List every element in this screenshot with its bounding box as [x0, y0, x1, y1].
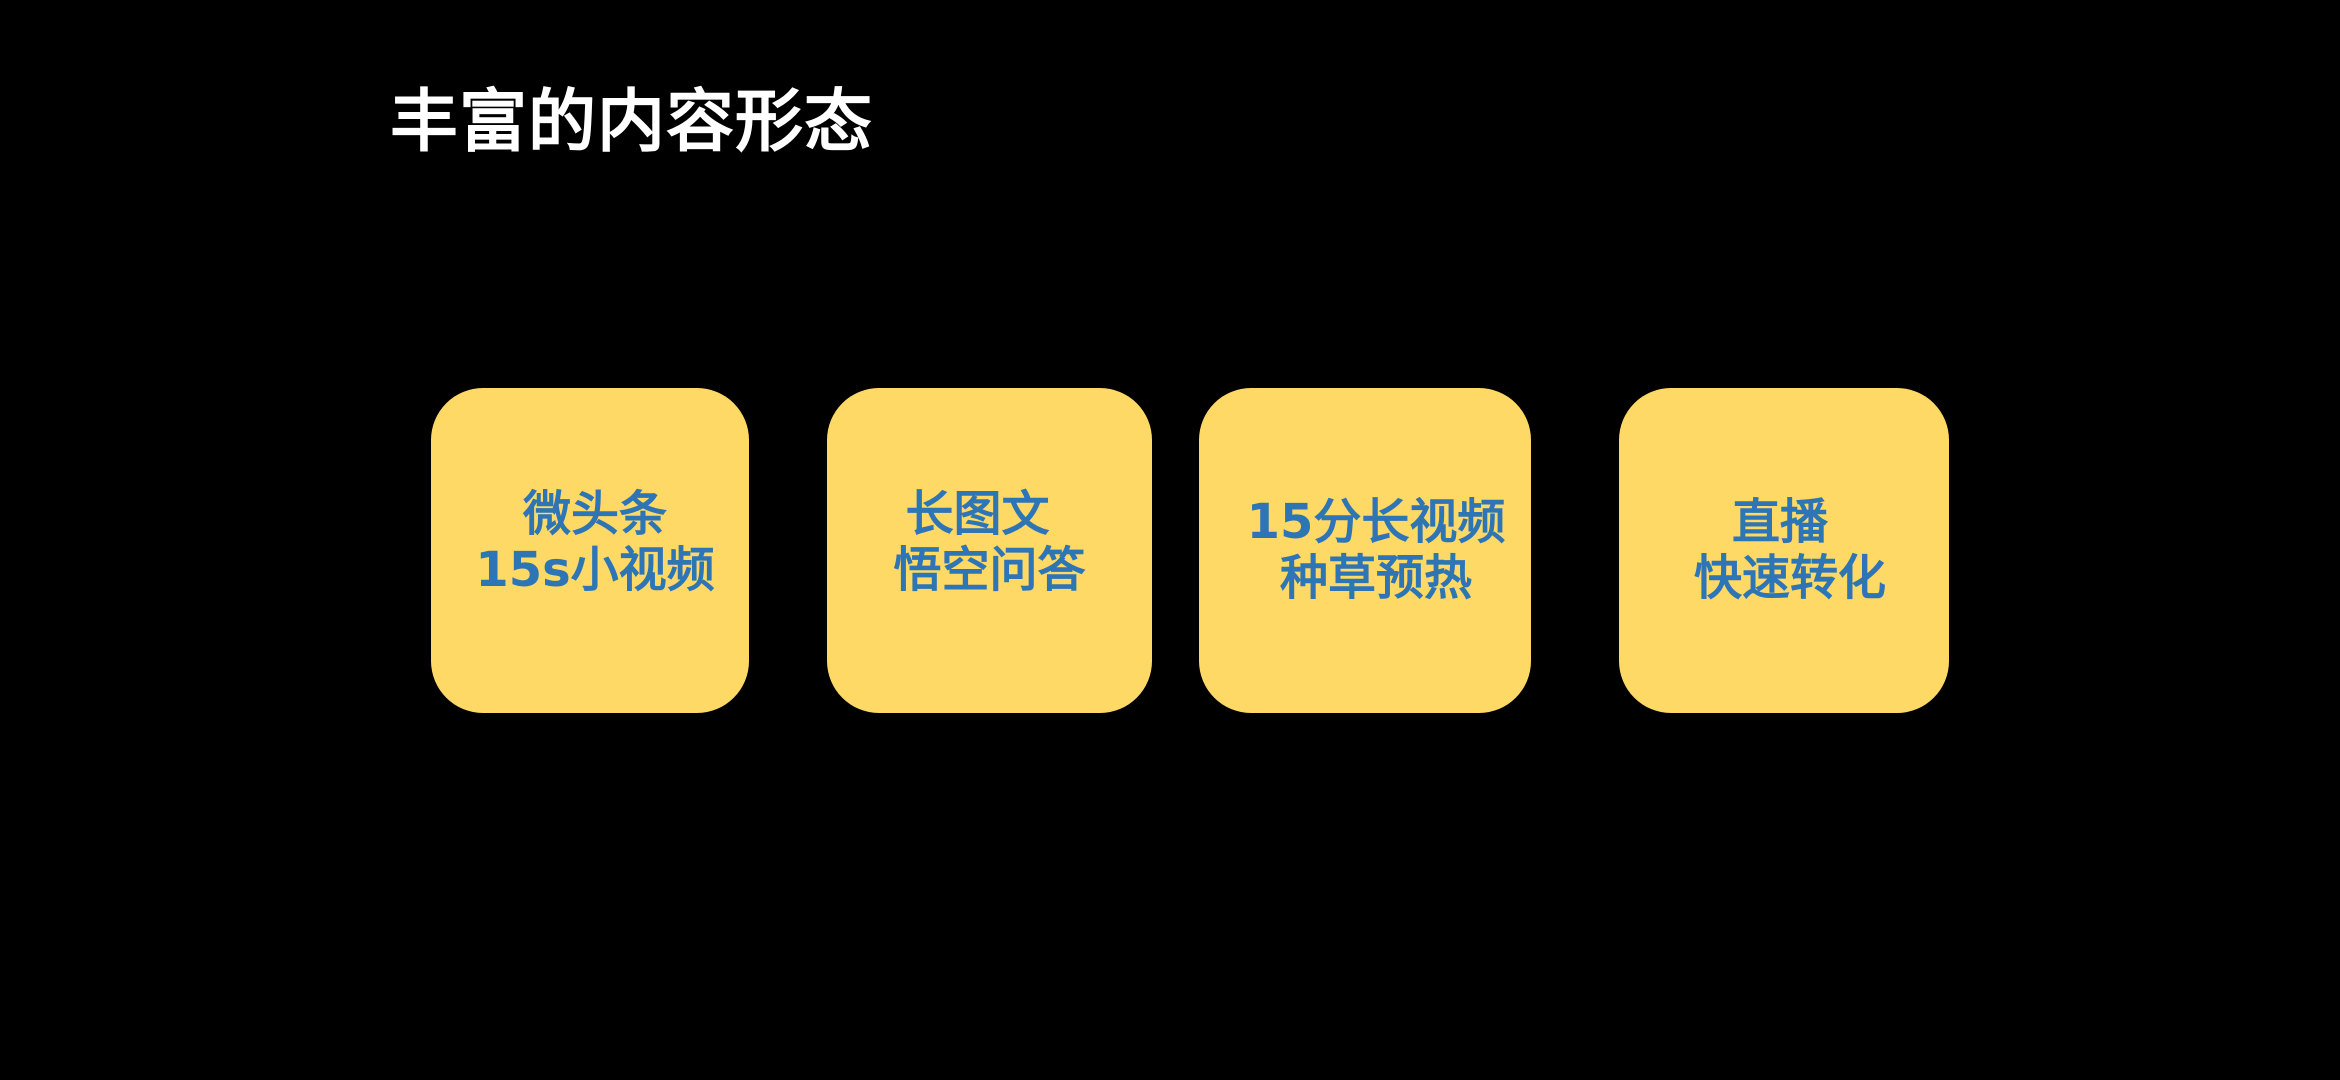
card-line-primary: 15分长视频: [1246, 494, 1506, 550]
card-text: 直播 快速转化: [1619, 494, 1949, 606]
card-line-secondary: 15s小视频: [475, 542, 715, 598]
card-line-secondary: 悟空问答: [893, 542, 1086, 598]
card-text: 长图文 悟空问答: [827, 486, 1152, 598]
card-line-secondary: 快速转化: [1693, 550, 1886, 606]
card-text: 微头条 15s小视频: [431, 486, 749, 598]
card-line-primary: 直播: [1731, 494, 1828, 550]
content-card-long-video: 15分长视频 种草预热: [1199, 388, 1531, 713]
content-card-livestream: 直播 快速转化: [1619, 388, 1949, 713]
card-text: 15分长视频 种草预热: [1199, 494, 1531, 606]
slide-title: 丰富的内容形态: [390, 83, 874, 162]
card-line-secondary: 种草预热: [1279, 550, 1472, 606]
content-card-long-article: 长图文 悟空问答: [827, 388, 1152, 713]
content-card-micro-headline: 微头条 15s小视频: [431, 388, 749, 713]
card-line-primary: 微头条: [522, 486, 667, 542]
card-line-primary: 长图文: [905, 486, 1050, 542]
